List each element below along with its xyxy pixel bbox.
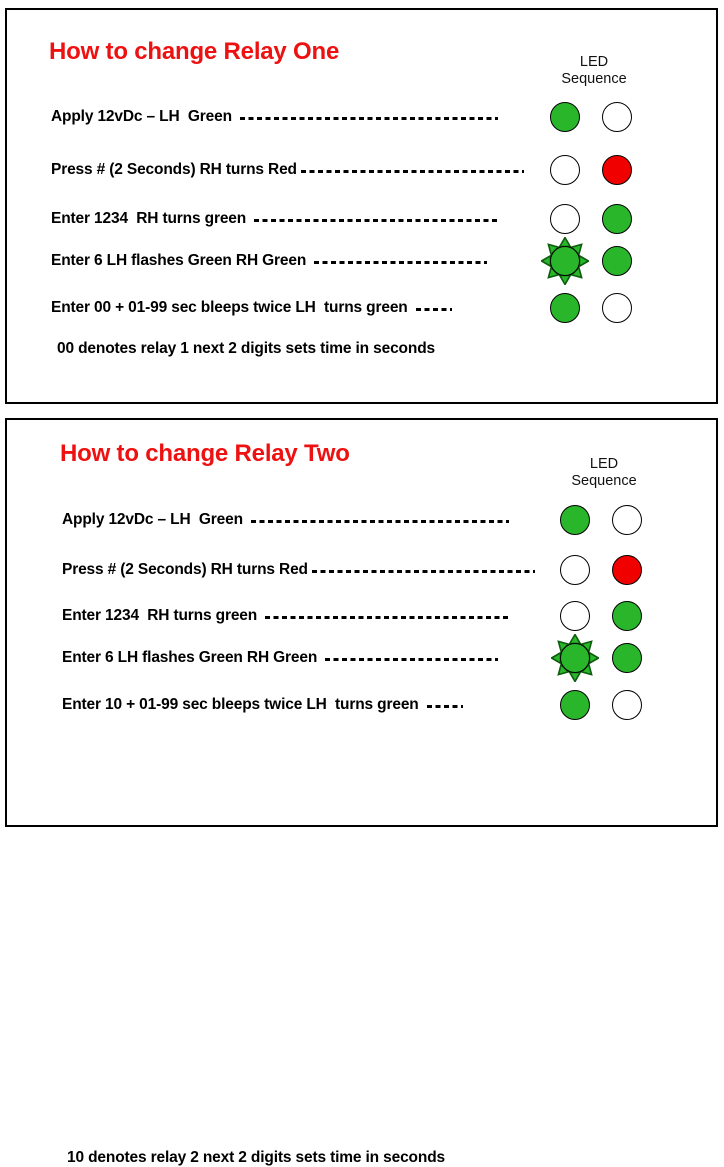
- dashed-leader-line: [254, 219, 499, 222]
- panel-relay-one: How to change Relay One LED Sequence App…: [5, 8, 718, 404]
- instruction-text: Enter 6 LH flashes Green RH Green: [51, 252, 311, 269]
- instruction-row: Press # (2 Seconds) RH turns Red: [62, 548, 535, 592]
- panel-relay-two-inner: How to change Relay Two LED Sequence App…: [7, 420, 716, 1166]
- row-4-lh-led-green-flashing-icon: [541, 237, 589, 285]
- row-3-rh-led-green-icon: [602, 204, 632, 234]
- instruction-row: Enter 6 LH flashes Green RH Green: [62, 636, 499, 680]
- footer-note-two: 10 denotes relay 2 next 2 digits sets ti…: [67, 1149, 445, 1166]
- row-4-rh-led-green-icon: [612, 643, 642, 673]
- row-2-rh-led-red-icon-bulb: [612, 555, 642, 585]
- instruction-row: Enter 6 LH flashes Green RH Green: [51, 239, 488, 283]
- row-5-rh-led-off-icon-bulb: [612, 690, 642, 720]
- row-1-rh-led-off-icon-bulb: [602, 102, 632, 132]
- dashed-leader-line: [314, 261, 488, 264]
- relay-instructions-page: How to change Relay One LED Sequence App…: [5, 8, 718, 1166]
- instruction-row: Enter 10 + 01-99 sec bleeps twice LH tur…: [62, 683, 463, 727]
- dashed-leader-line: [325, 658, 499, 661]
- panel-relay-one-inner: How to change Relay One LED Sequence App…: [7, 10, 716, 402]
- instruction-row: Apply 12vDc – LH Green: [51, 95, 499, 139]
- row-3-rh-led-green-icon-bulb: [612, 601, 642, 631]
- row-3-lh-led-off-icon-bulb: [560, 601, 590, 631]
- dashed-leader-line: [265, 616, 510, 619]
- row-4-rh-led-green-icon: [602, 246, 632, 276]
- panel-relay-two: How to change Relay Two LED Sequence App…: [5, 418, 718, 1166]
- led-sequence-header-two: LED Sequence: [544, 456, 664, 490]
- row-5-lh-led-green-icon: [560, 690, 590, 720]
- instruction-text: Enter 6 LH flashes Green RH Green: [62, 649, 322, 666]
- row-5-lh-led-green-icon: [550, 293, 580, 323]
- row-3-lh-led-off-icon: [550, 204, 580, 234]
- instruction-text: Apply 12vDc – LH Green: [62, 511, 248, 528]
- footer-note-one: 00 denotes relay 1 next 2 digits sets ti…: [57, 340, 435, 357]
- row-2-lh-led-off-icon-bulb: [560, 555, 590, 585]
- dashed-leader-line: [251, 520, 510, 523]
- instruction-row: Apply 12vDc – LH Green: [62, 498, 510, 542]
- page-title-relay-two: How to change Relay Two: [60, 440, 350, 467]
- row-4-lh-led-green-flashing-icon-bulb: [560, 643, 590, 673]
- row-1-rh-led-off-icon: [602, 102, 632, 132]
- row-5-lh-led-green-icon-bulb: [550, 293, 580, 323]
- row-3-rh-led-green-icon-bulb: [602, 204, 632, 234]
- led-header-line1: LED: [579, 54, 609, 70]
- row-4-lh-led-green-flashing-icon-bulb: [550, 246, 580, 276]
- row-1-lh-led-green-icon: [550, 102, 580, 132]
- instruction-row: Enter 1234 RH turns green: [62, 594, 510, 638]
- row-5-rh-led-off-icon: [612, 690, 642, 720]
- row-4-rh-led-green-icon-bulb: [612, 643, 642, 673]
- page-title-relay-one: How to change Relay One: [49, 38, 340, 65]
- instruction-text: Apply 12vDc – LH Green: [51, 108, 237, 125]
- row-2-rh-led-red-icon-bulb: [602, 155, 632, 185]
- row-4-lh-led-green-flashing-icon: [551, 634, 599, 682]
- row-5-rh-led-off-icon: [602, 293, 632, 323]
- instruction-row: Enter 1234 RH turns green: [51, 197, 499, 241]
- dashed-leader-line: [240, 117, 499, 120]
- dashed-leader-line: [311, 570, 535, 573]
- row-2-lh-led-off-icon: [550, 155, 580, 185]
- row-4-rh-led-green-icon-bulb: [602, 246, 632, 276]
- dashed-leader-line: [300, 170, 524, 173]
- dashed-leader-line: [426, 705, 463, 708]
- instruction-text: Enter 1234 RH turns green: [51, 210, 251, 227]
- row-3-rh-led-green-icon: [612, 601, 642, 631]
- instruction-text: Enter 00 + 01-99 sec bleeps twice LH tur…: [51, 299, 412, 316]
- dashed-leader-line: [415, 308, 452, 311]
- led-header-line2: Sequence: [561, 71, 627, 87]
- instruction-text: Press # (2 Seconds) RH turns Red: [62, 561, 308, 578]
- row-2-lh-led-off-icon: [560, 555, 590, 585]
- instruction-text: Enter 10 + 01-99 sec bleeps twice LH tur…: [62, 696, 423, 713]
- row-2-rh-led-red-icon: [612, 555, 642, 585]
- row-1-lh-led-green-icon: [560, 505, 590, 535]
- instruction-row: Press # (2 Seconds) RH turns Red: [51, 148, 524, 192]
- instruction-row: Enter 00 + 01-99 sec bleeps twice LH tur…: [51, 286, 452, 330]
- row-5-lh-led-green-icon-bulb: [560, 690, 590, 720]
- led-header-line2: Sequence: [571, 473, 637, 489]
- row-1-lh-led-green-icon-bulb: [560, 505, 590, 535]
- row-1-lh-led-green-icon-bulb: [550, 102, 580, 132]
- row-1-rh-led-off-icon: [612, 505, 642, 535]
- led-header-line1: LED: [589, 456, 619, 472]
- row-1-rh-led-off-icon-bulb: [612, 505, 642, 535]
- row-2-lh-led-off-icon-bulb: [550, 155, 580, 185]
- instruction-text: Press # (2 Seconds) RH turns Red: [51, 161, 297, 178]
- instruction-text: Enter 1234 RH turns green: [62, 607, 262, 624]
- row-3-lh-led-off-icon-bulb: [550, 204, 580, 234]
- row-5-rh-led-off-icon-bulb: [602, 293, 632, 323]
- row-3-lh-led-off-icon: [560, 601, 590, 631]
- led-sequence-header-one: LED Sequence: [534, 54, 654, 88]
- row-2-rh-led-red-icon: [602, 155, 632, 185]
